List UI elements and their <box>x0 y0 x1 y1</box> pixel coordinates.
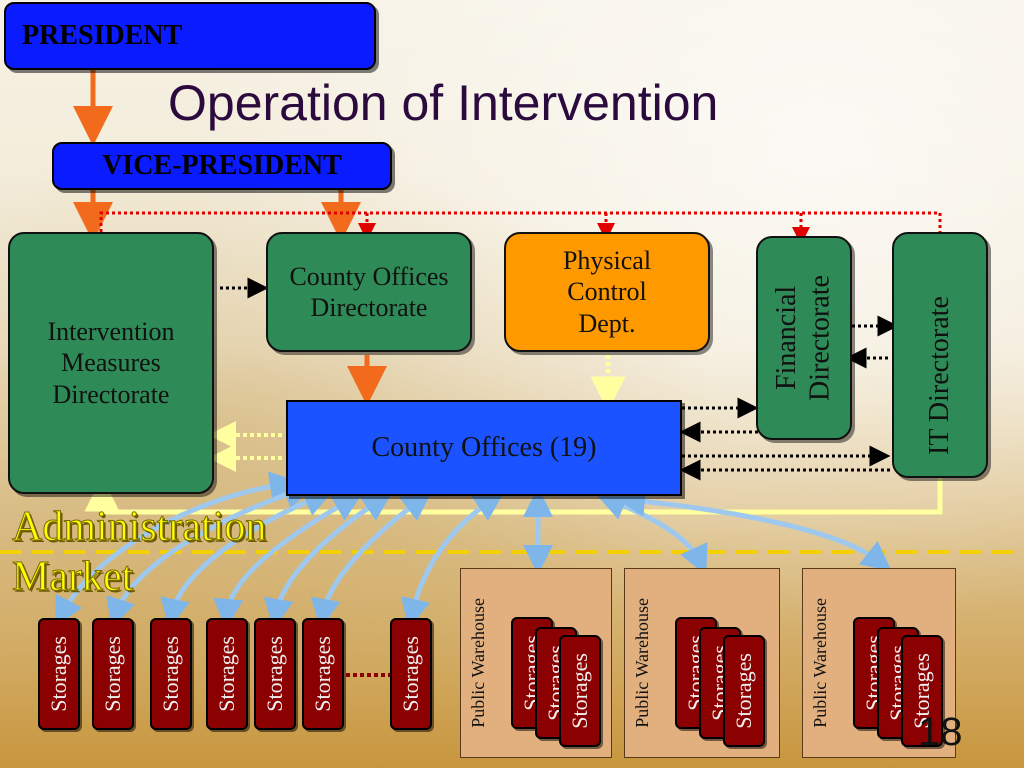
page-number: 18 <box>918 710 963 754</box>
storage-label: Storages <box>214 636 239 712</box>
storage-label: Storages <box>158 636 183 712</box>
county-offices-directorate: County Offices Directorate <box>266 232 472 352</box>
storage-1: Storages <box>38 618 80 730</box>
storage-label: Storages <box>262 636 287 712</box>
storage-label: Storages <box>398 636 423 712</box>
administration-label: Administration <box>11 504 267 550</box>
vice-president-box: VICE-PRESIDENT <box>52 142 392 190</box>
president-label: PRESIDENT <box>22 20 183 51</box>
county-offices-directorate-label: County Offices Directorate <box>289 261 449 322</box>
public-warehouse-text: Public Warehouse <box>631 598 652 728</box>
it-directorate-label: IT Directorate <box>924 296 956 455</box>
public-warehouse-1: Public Warehouse Storages Storages Stora… <box>460 568 612 758</box>
storage-label: Storages <box>46 636 71 712</box>
public-warehouse-label: Public Warehouse <box>629 573 655 753</box>
storage-7: Storages <box>390 618 432 730</box>
public-warehouse-text: Public Warehouse <box>467 598 488 728</box>
financial-directorate-label: Financial Directorate <box>771 275 836 401</box>
warehouse-storage: Storages <box>559 635 601 747</box>
public-warehouse-3: Public Warehouse Storages Storages Stora… <box>802 568 956 758</box>
public-warehouse-2: Public Warehouse Storages Storages Stora… <box>624 568 780 758</box>
storage-3: Storages <box>150 618 192 730</box>
storage-4: Storages <box>206 618 248 730</box>
it-directorate: IT Directorate <box>892 232 988 478</box>
public-warehouse-label: Public Warehouse <box>465 573 491 753</box>
physical-control-label: Physical Control Dept. <box>562 246 652 338</box>
president-box: PRESIDENT <box>4 2 376 70</box>
storage-label: Storages <box>100 636 125 712</box>
storage-label: Storages <box>310 636 335 712</box>
financial-directorate: Financial Directorate <box>756 236 852 440</box>
warehouse-storage: Storages <box>901 635 943 747</box>
intervention-measures-label: Intervention Measures Directorate <box>47 317 175 409</box>
page-title: Operation of Intervention <box>168 75 719 131</box>
public-warehouse-label: Public Warehouse <box>807 573 833 753</box>
storage-label: Storages <box>731 653 756 729</box>
storage-5: Storages <box>254 618 296 730</box>
storage-2: Storages <box>92 618 134 730</box>
intervention-measures-directorate: Intervention Measures Directorate <box>8 232 214 494</box>
vice-president-label: VICE-PRESIDENT <box>102 150 342 181</box>
public-warehouse-text: Public Warehouse <box>809 598 830 728</box>
warehouse-storage: Storages <box>723 635 765 747</box>
county-offices-box: County Offices (19) <box>286 400 682 496</box>
county-offices-label: County Offices (19) <box>371 432 597 463</box>
physical-control-dept: Physical Control Dept. <box>504 232 710 352</box>
storage-label: Storages <box>567 653 592 729</box>
market-label: Market <box>11 554 134 600</box>
storage-6: Storages <box>302 618 344 730</box>
